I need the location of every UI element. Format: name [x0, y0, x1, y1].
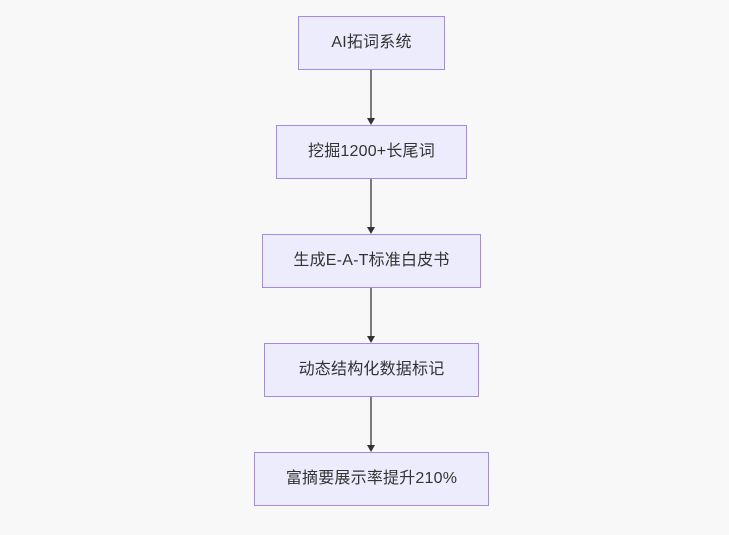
connector-line	[370, 70, 373, 118]
flowchart-node-label: 生成E-A-T标准白皮书	[293, 252, 450, 269]
flowchart-node-generate-eat-whitepaper[interactable]: 生成E-A-T标准白皮书	[262, 234, 481, 288]
connector-line	[370, 179, 373, 227]
flowchart-node-ai-keyword-system[interactable]: AI拓词系统	[298, 16, 445, 70]
flowchart-connector-4	[367, 397, 376, 452]
flowchart-node-mine-longtail-keywords[interactable]: 挖掘1200+长尾词	[276, 125, 467, 179]
down-arrow-icon	[367, 227, 375, 234]
down-arrow-icon	[367, 445, 375, 452]
down-arrow-icon	[367, 118, 375, 125]
flowchart-node-label: AI拓词系统	[331, 34, 412, 51]
connector-line	[370, 397, 373, 445]
down-arrow-icon	[367, 336, 375, 343]
flowchart-node-rich-snippet-impression-lift[interactable]: 富摘要展示率提升210%	[254, 452, 489, 506]
flowchart-node-label: 挖掘1200+长尾词	[308, 143, 435, 160]
flowchart-node-label: 富摘要展示率提升210%	[285, 470, 458, 487]
flowchart-connector-2	[367, 179, 376, 234]
connector-line	[370, 288, 373, 336]
flowchart-node-label: 动态结构化数据标记	[298, 361, 445, 378]
flowchart-node-dynamic-structured-data-markup[interactable]: 动态结构化数据标记	[264, 343, 479, 397]
flowchart-connector-3	[367, 288, 376, 343]
flowchart-connector-1	[367, 70, 376, 125]
